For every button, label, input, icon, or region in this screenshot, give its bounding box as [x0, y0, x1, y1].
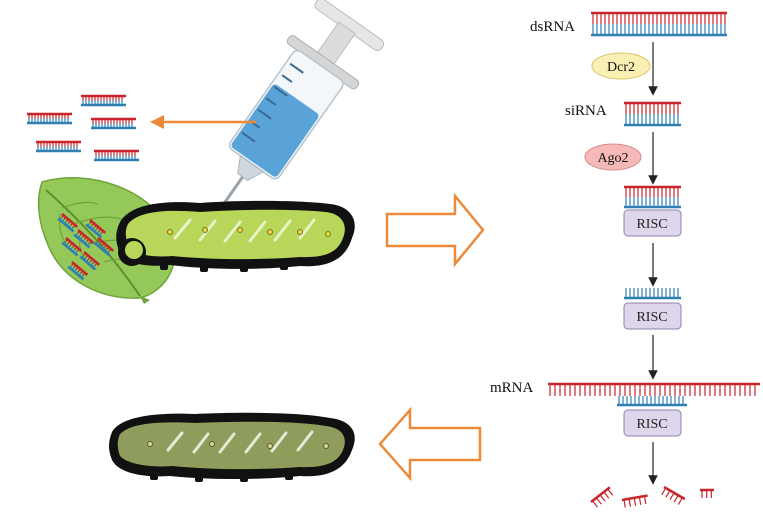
leaf-dsrna [57, 213, 115, 281]
sick-caterpillar-icon [109, 412, 355, 482]
cleaved-mrna-fragments [590, 485, 714, 508]
injection-arrow [150, 115, 256, 129]
sirna-label: siRNA [565, 103, 607, 119]
dsrna-cluster [27, 94, 139, 162]
risc-label-1: RISC [636, 217, 667, 232]
syringe-icon [212, 0, 385, 219]
ago2-enzyme [584, 143, 642, 171]
process-arrow-icon [385, 192, 485, 268]
risc-label-3: RISC [636, 417, 667, 432]
risc-label-2: RISC [636, 310, 667, 325]
risc-complex-2 [623, 302, 682, 330]
dsrna-strand-icon [591, 11, 727, 37]
risc-complex-3 [623, 409, 682, 437]
result-arrow-icon [378, 406, 482, 482]
risc-loaded-strand-icon [624, 185, 681, 209]
sirna-strand-icon [624, 101, 681, 127]
caterpillar-icon [116, 200, 355, 272]
mrna-label: mRNA [490, 380, 534, 396]
dcr2-label: Dcr2 [607, 60, 635, 75]
risc-guide-strand-icon [624, 288, 681, 300]
dsrna-label: dsRNA [530, 19, 575, 35]
dcr2-enzyme [591, 52, 651, 80]
risc-complex-1 [623, 209, 682, 237]
mrna-strand-icon [548, 382, 760, 396]
ago2-label: Ago2 [597, 151, 628, 166]
risc-bound-strand-icon [617, 396, 687, 407]
